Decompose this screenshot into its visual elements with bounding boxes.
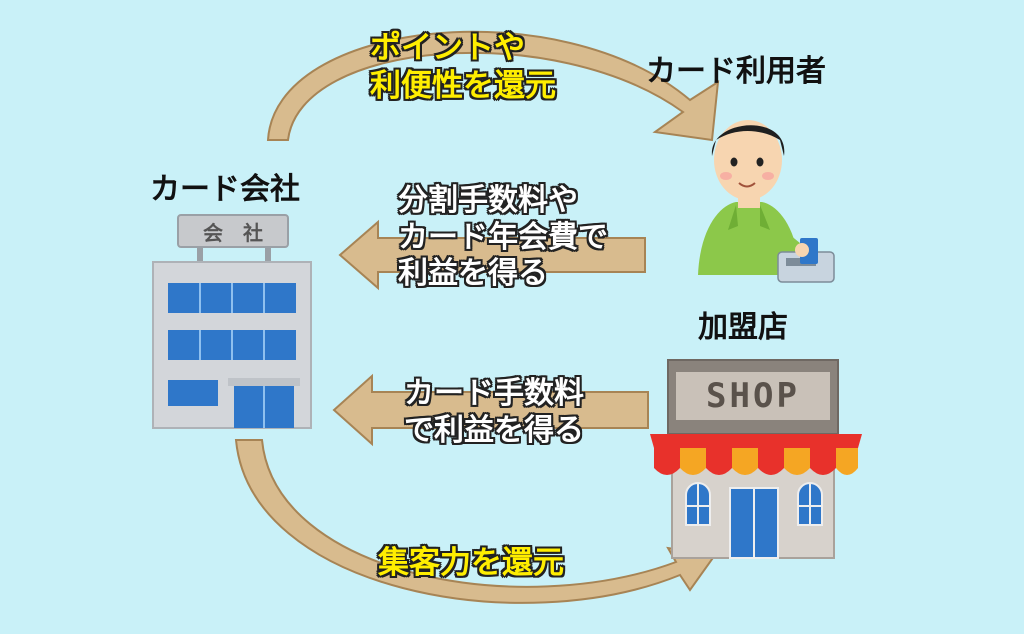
shop-illustration	[650, 359, 862, 559]
flow-label-company-to-user: ポイントや 利便性を還元	[370, 30, 556, 104]
arrow-shop-to-company	[332, 373, 649, 447]
arrow-company-to-user	[266, 30, 720, 142]
shop-sign-board	[676, 372, 830, 420]
flow-label-shop-to-company: カード手数料 で利益を得る	[404, 376, 584, 448]
shop-sign-text: SHOP	[706, 376, 800, 416]
company-sign-board	[177, 214, 289, 248]
card-company-label: カード会社	[150, 172, 300, 207]
card-user-label: カード利用者	[646, 54, 826, 89]
card-user-illustration	[698, 120, 835, 283]
flow-label-company-to-shop: 集客力を還元	[378, 545, 564, 581]
company-sign-text: 会 社	[203, 221, 263, 245]
flow-label-user-to-company: 分割手数料や カード年会費で 利益を得る	[398, 183, 608, 292]
arrow-user-to-company	[338, 219, 646, 291]
company-building-illustration	[152, 214, 312, 429]
merchant-label: 加盟店	[698, 310, 788, 345]
